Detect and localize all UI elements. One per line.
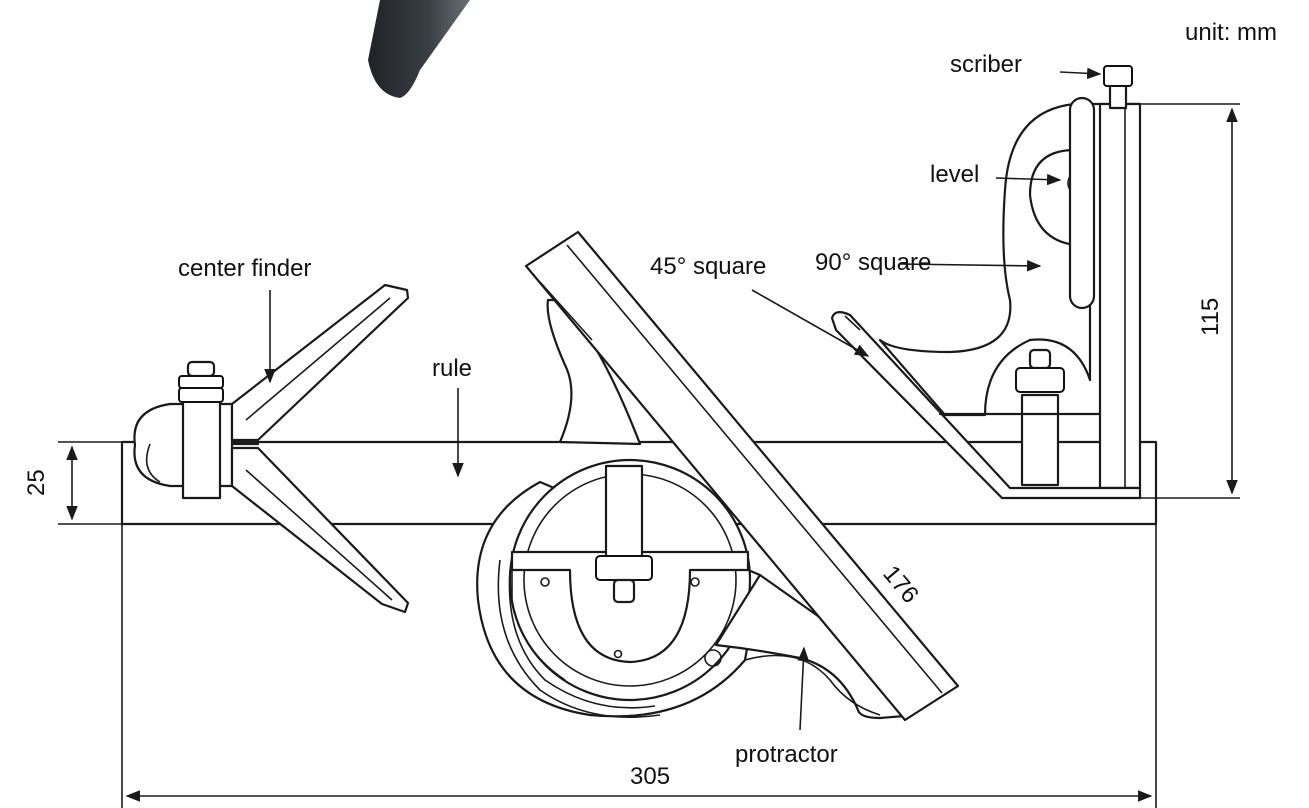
callout-arrows xyxy=(264,67,1102,731)
square-45-label: 45° square xyxy=(650,253,766,280)
protractor xyxy=(476,298,907,720)
protractor-blade-45 xyxy=(524,230,960,722)
unit-label: unit: mm xyxy=(1185,19,1277,46)
square-head xyxy=(830,65,1142,500)
dimension-lines xyxy=(58,103,1240,808)
dimension-25: 25 xyxy=(23,469,50,496)
dimension-305: 305 xyxy=(630,763,670,790)
level-label: level xyxy=(930,161,979,188)
protractor-label: protractor xyxy=(735,741,838,768)
center-finder xyxy=(133,283,410,614)
center-finder-label: center finder xyxy=(178,255,311,282)
dimension-115: 115 xyxy=(1197,298,1224,336)
rule-label: rule xyxy=(432,355,472,382)
blade-fragment xyxy=(368,0,470,98)
square-90-label: 90° square xyxy=(815,249,931,276)
scriber-label: scriber xyxy=(950,51,1022,78)
